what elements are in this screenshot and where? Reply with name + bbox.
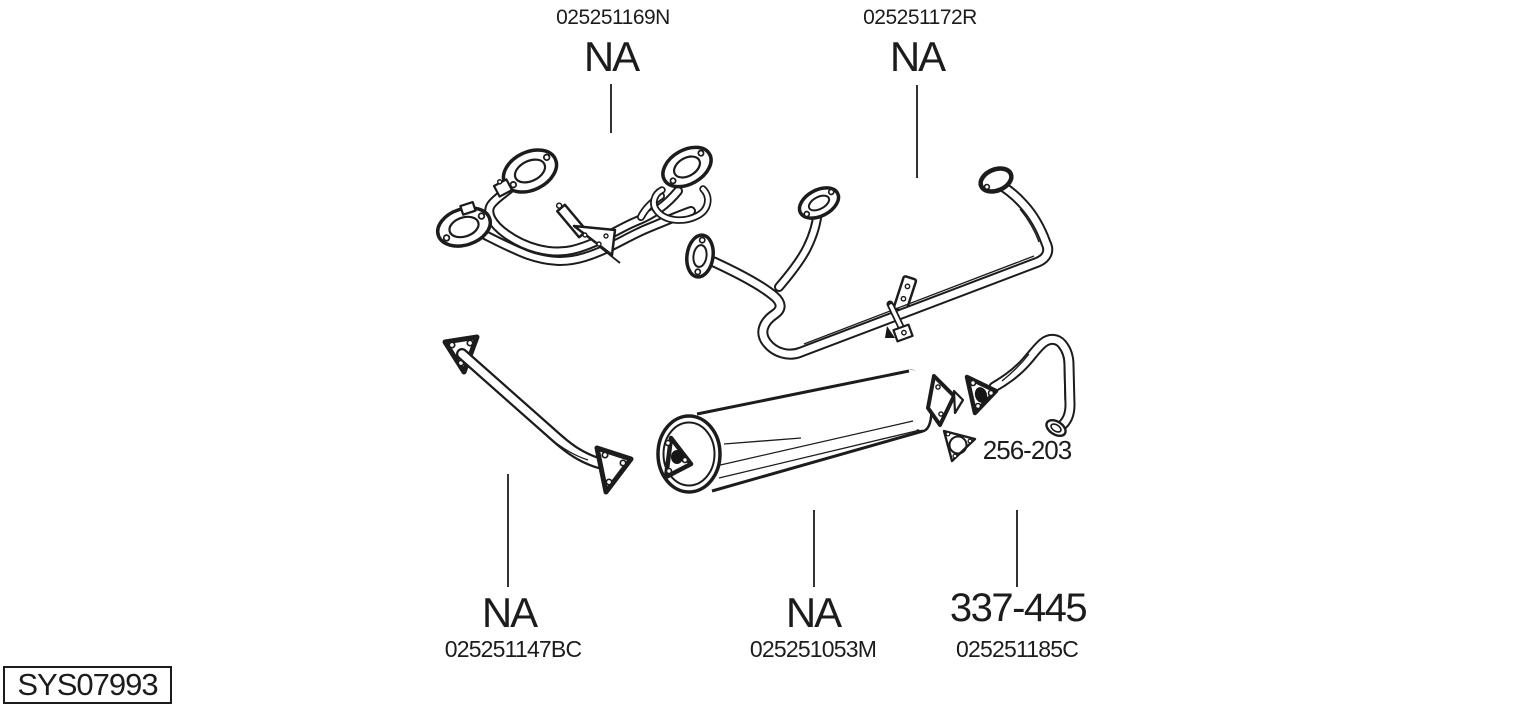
silencer-ref-number: 025251053M [749, 636, 877, 662]
center-pipe-code: NA [481, 589, 538, 636]
center-exhaust-pipe-drawing [442, 334, 634, 495]
gasket-drawing [942, 429, 977, 463]
manifold-code: NA [583, 33, 640, 80]
manifold-ref-number: 025251169N [556, 6, 670, 29]
tail-pipe-code: 337-445 [949, 586, 1088, 630]
manifold-front-pipes-drawing [435, 145, 713, 266]
silencer-code: NA [785, 589, 842, 636]
tail-pipe-ref-number: 025251185C [955, 636, 1079, 662]
middle-silencer-drawing [656, 369, 965, 494]
center-pipe-ref-number: 025251147BC [444, 636, 582, 662]
tail-pipe-drawing [964, 333, 1076, 438]
gasket-code: 256-203 [982, 435, 1072, 465]
front-pipe-ref-number: 025251172R [863, 6, 977, 29]
leader-lines [507, 84, 1018, 587]
front-exhaust-pipe-drawing [685, 166, 1054, 360]
diagram-code: SYS07993 [17, 667, 158, 702]
diagram-code-box: SYS07993 [3, 666, 172, 704]
front-pipe-code: NA [889, 33, 946, 80]
